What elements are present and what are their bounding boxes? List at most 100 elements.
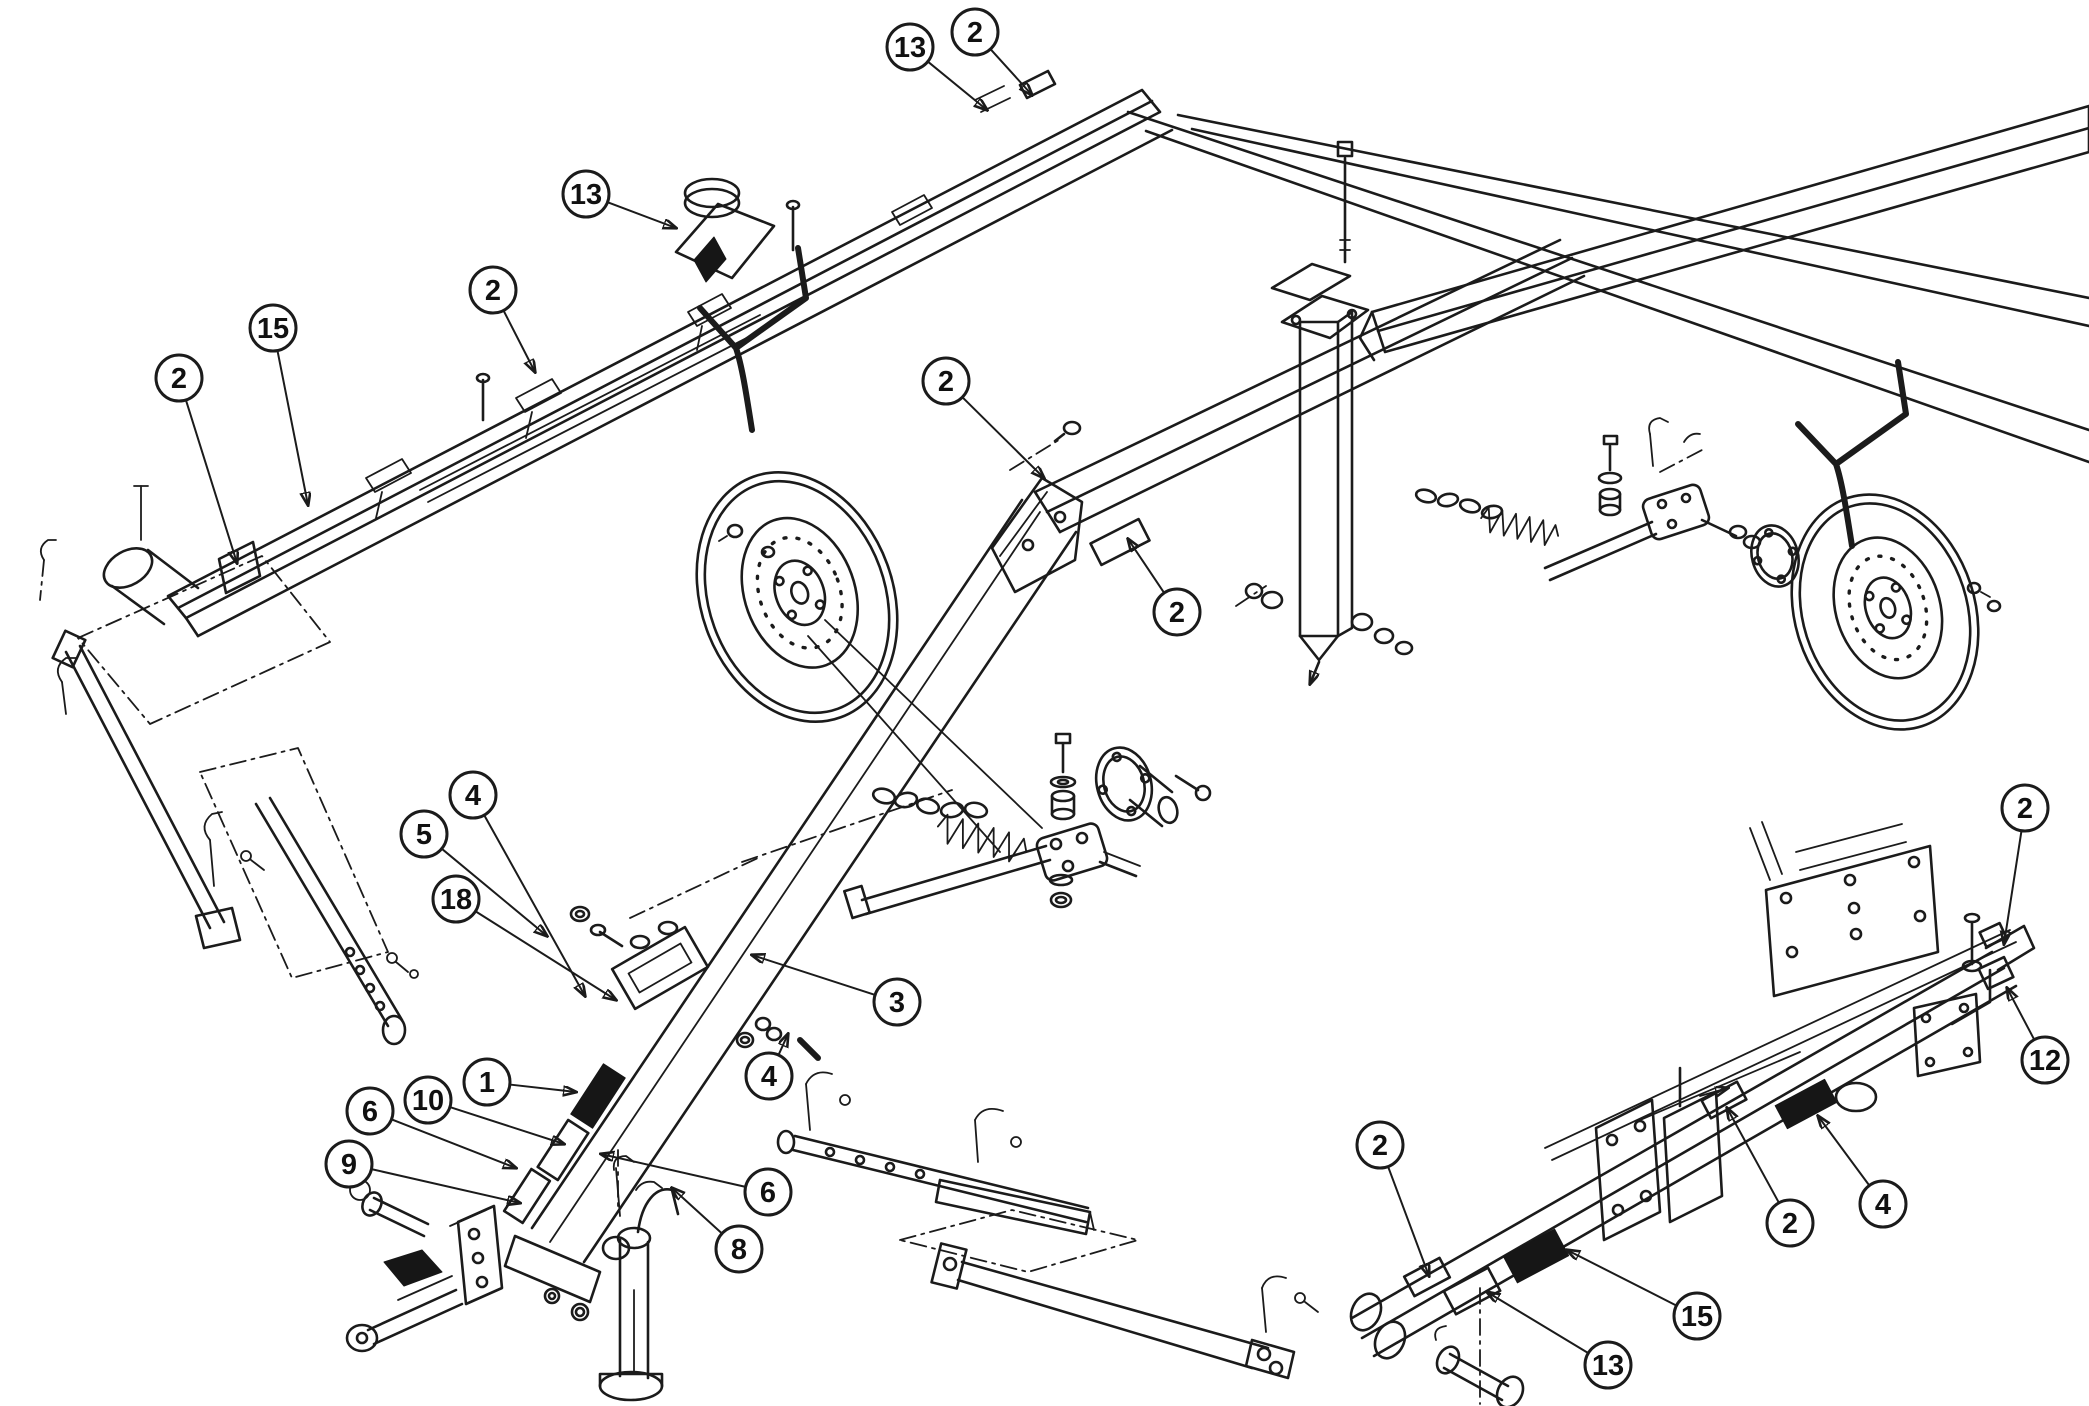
callout-number: 2 xyxy=(2017,793,2033,825)
walking-beam-right xyxy=(1414,417,1800,588)
callout-number: 10 xyxy=(412,1085,444,1117)
callout-number: 2 xyxy=(1372,1130,1388,1162)
left-middle-links xyxy=(39,539,407,1046)
callout-balloon xyxy=(1583,1340,1633,1390)
callout-leader-line xyxy=(989,48,1032,95)
callout-15-4: 15 xyxy=(248,303,308,505)
callout-leader-line xyxy=(448,1106,564,1144)
callout-balloon xyxy=(1152,587,1202,637)
callout-balloon xyxy=(1858,1179,1908,1229)
callout-leader-line xyxy=(961,396,1044,478)
callout-number: 9 xyxy=(341,1149,357,1181)
callout-number: 3 xyxy=(889,987,905,1019)
callout-number: 4 xyxy=(1875,1189,1891,1221)
callout-18-10: 18 xyxy=(431,874,616,1000)
callout-balloon xyxy=(462,1057,512,1107)
tongue-beam xyxy=(502,498,1078,1304)
callout-number: 2 xyxy=(967,17,983,49)
callout-6-17: 6 xyxy=(601,1154,793,1217)
callout-leader-line xyxy=(502,309,535,372)
callout-balloon xyxy=(561,169,611,219)
callout-2-5: 2 xyxy=(154,353,237,563)
callout-number: 2 xyxy=(1169,597,1185,629)
right-wheel xyxy=(1790,359,2002,731)
callout-leader-line xyxy=(1818,1116,1871,1187)
callout-balloon xyxy=(399,809,449,859)
rear-frame-tubes xyxy=(1126,104,2089,464)
callout-1-13: 1 xyxy=(462,1057,576,1107)
callout-leader-line xyxy=(474,910,616,1000)
callout-balloon xyxy=(154,353,204,403)
callout-leader-line xyxy=(1387,1165,1429,1276)
callout-balloon xyxy=(744,1051,794,1101)
callout-number: 1 xyxy=(479,1067,495,1099)
drag-bars xyxy=(776,1071,1319,1380)
callout-balloon xyxy=(1672,1291,1722,1341)
callout-balloon xyxy=(714,1224,764,1274)
center-frame-and-tower xyxy=(990,140,1586,684)
callout-balloon xyxy=(2000,783,2050,833)
callout-number: 13 xyxy=(894,32,926,64)
callout-number: 2 xyxy=(1782,1208,1798,1240)
callout-number: 18 xyxy=(440,884,472,916)
callout-number: 5 xyxy=(416,819,432,851)
callout-balloon xyxy=(872,977,922,1027)
callout-balloon xyxy=(885,22,935,72)
jack-stand xyxy=(598,1149,680,1402)
callout-balloon xyxy=(448,770,498,820)
callout-15-24: 15 xyxy=(1567,1250,1722,1341)
callout-balloon xyxy=(324,1139,374,1189)
callout-leader-line xyxy=(601,1154,747,1188)
callout-2-7: 2 xyxy=(1128,539,1202,637)
callout-leader-line xyxy=(2007,988,2036,1041)
callout-leader-line xyxy=(440,847,547,936)
callout-5-9: 5 xyxy=(399,809,547,936)
tension-spring xyxy=(936,813,1028,863)
callout-2-1: 2 xyxy=(950,7,1032,95)
callout-13-25: 13 xyxy=(1487,1292,1633,1390)
left-wheel xyxy=(695,245,1043,853)
walking-beam-center xyxy=(843,732,1212,920)
callout-2-6: 2 xyxy=(921,356,1044,478)
callout-leader-line xyxy=(672,1188,723,1235)
callout-number: 4 xyxy=(465,780,481,812)
clamp-cluster xyxy=(386,789,953,1061)
rear-frame-right xyxy=(1349,821,2036,1406)
callout-number: 6 xyxy=(362,1096,378,1128)
callout-balloon xyxy=(345,1086,395,1136)
callout-6-15: 6 xyxy=(345,1086,516,1168)
callout-13-2: 13 xyxy=(561,169,676,228)
callout-2-22: 2 xyxy=(1727,1108,1815,1248)
callout-9-16: 9 xyxy=(324,1139,520,1203)
callout-number: 15 xyxy=(1681,1301,1713,1333)
callout-number: 8 xyxy=(731,1234,747,1266)
callout-number: 4 xyxy=(761,1061,777,1093)
callout-12-20: 12 xyxy=(2007,988,2070,1085)
callout-number: 13 xyxy=(1592,1350,1624,1382)
wing-frame-left xyxy=(102,69,1174,638)
callout-balloon xyxy=(468,265,518,315)
jack-crank-handle xyxy=(636,1188,680,1234)
callout-leader-line xyxy=(777,1034,788,1057)
callout-number: 6 xyxy=(760,1177,776,1209)
callout-leader-line xyxy=(926,60,987,110)
callout-2-21: 2 xyxy=(1355,1120,1429,1276)
callout-leader-line xyxy=(508,1083,576,1092)
callout-leader-line xyxy=(606,201,676,228)
callout-balloon xyxy=(2020,1035,2070,1085)
callout-leader-line xyxy=(390,1118,516,1168)
callout-10-14: 10 xyxy=(403,1075,564,1144)
callout-balloon xyxy=(431,874,481,924)
callout-number: 13 xyxy=(570,179,602,211)
callout-balloon xyxy=(403,1075,453,1125)
callout-balloon xyxy=(1765,1198,1815,1248)
callout-3-11: 3 xyxy=(752,955,922,1027)
callout-leader-line xyxy=(752,955,877,996)
callout-balloon xyxy=(743,1167,793,1217)
callout-8-18: 8 xyxy=(672,1188,764,1274)
callout-leader-line xyxy=(483,814,585,996)
callout-balloon xyxy=(1355,1120,1405,1170)
callout-leader-line xyxy=(276,349,308,505)
